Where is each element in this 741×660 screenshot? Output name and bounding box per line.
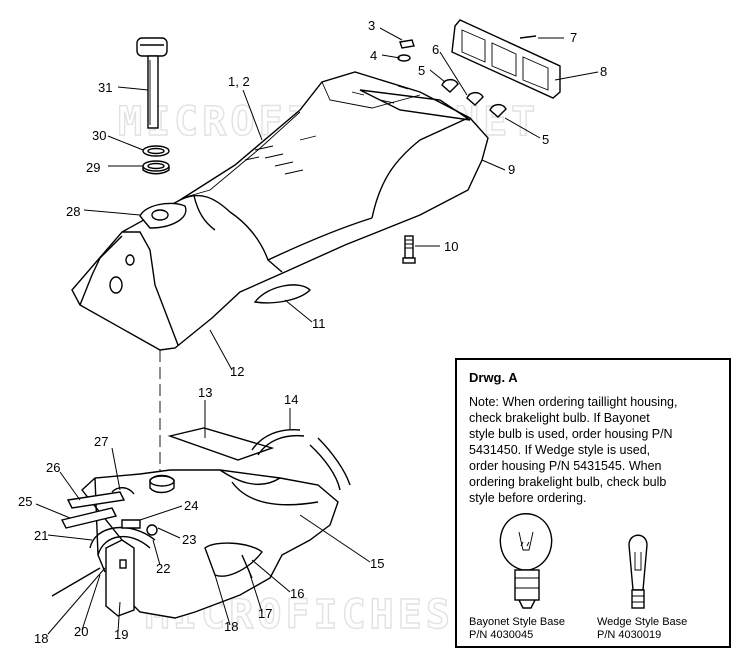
gas-cap-assembly (136, 37, 168, 129)
callout-10: 10 (444, 239, 458, 254)
callout-3: 3 (368, 18, 375, 33)
callout-18-left: 18 (34, 631, 48, 646)
drawing-a-note: Drwg. A Note: When ordering taillight ho… (455, 358, 731, 648)
callout-5-upper: 5 (418, 63, 425, 78)
wedge-caption: Wedge Style Base P/N 4030019 (597, 616, 688, 641)
callout-31: 31 (98, 80, 112, 95)
callout-26: 26 (46, 460, 60, 475)
callout-29: 29 (86, 160, 100, 175)
callout-18-right: 18 (224, 619, 238, 634)
wedge-bulb-icon (628, 534, 648, 609)
taillight-lens (451, 19, 561, 99)
nut-washer (397, 39, 415, 62)
note-title: Drwg. A (469, 370, 518, 385)
callout-27: 27 (94, 434, 108, 449)
callout-15: 15 (370, 556, 384, 571)
callout-14: 14 (284, 392, 298, 407)
callout-30: 30 (92, 128, 106, 143)
leader-lines (35, 27, 599, 635)
callout-20: 20 (74, 624, 88, 639)
callout-23: 23 (182, 532, 196, 547)
fuel-tank (51, 427, 351, 619)
bulbs (441, 78, 507, 118)
washers (142, 145, 170, 175)
callout-1-2: 1, 2 (228, 74, 250, 89)
bayonet-caption: Bayonet Style Base P/N 4030045 (469, 616, 566, 641)
callout-4: 4 (370, 48, 377, 63)
rear-cover (71, 71, 489, 351)
callout-19: 19 (114, 627, 128, 642)
callout-11: 11 (312, 316, 326, 331)
callout-5-lower: 5 (542, 132, 549, 147)
bayonet-bulb-icon (499, 513, 553, 609)
callout-16: 16 (290, 586, 304, 601)
callout-6: 6 (432, 42, 439, 57)
callout-28: 28 (66, 204, 80, 219)
callout-22: 22 (156, 561, 170, 576)
callout-9: 9 (508, 162, 515, 177)
callout-13: 13 (198, 385, 212, 400)
callout-24: 24 (184, 498, 198, 513)
screw (519, 35, 537, 39)
callout-7: 7 (570, 30, 577, 45)
bulb-illustrations (499, 513, 648, 609)
note-text: Note: When ordering taillight housing, c… (469, 395, 678, 505)
callout-labels: 1, 2 3 4 5 6 7 8 5 9 10 11 12 13 14 15 1… (18, 18, 607, 646)
bolt (402, 235, 416, 264)
callout-25: 25 (18, 494, 32, 509)
callout-12: 12 (230, 364, 244, 379)
callout-8: 8 (600, 64, 607, 79)
callout-17: 17 (258, 606, 272, 621)
callout-21: 21 (34, 528, 48, 543)
